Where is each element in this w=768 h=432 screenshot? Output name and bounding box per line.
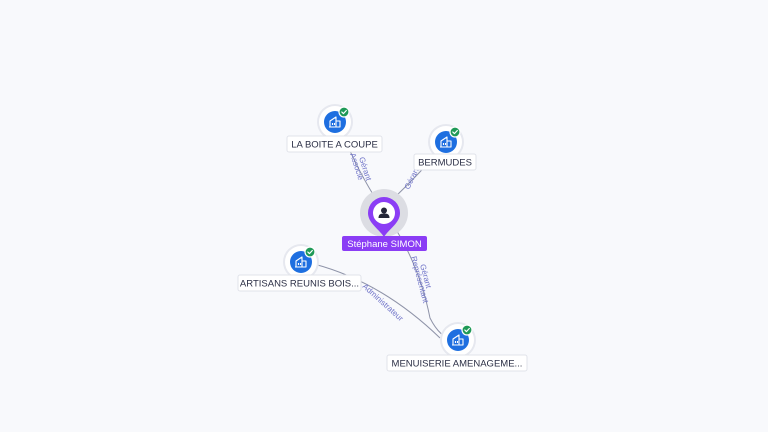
building-glyph <box>452 334 464 346</box>
company-label-artisans[interactable]: ARTISANS REUNIS BOIS... <box>237 274 362 292</box>
svg-text:MENUISERIE AMENAGEME...: MENUISERIE AMENAGEME... <box>392 359 523 370</box>
person-icon <box>378 207 390 218</box>
company-label-bermudes[interactable]: BERMUDES <box>413 153 477 171</box>
verified-check-icon <box>338 106 350 118</box>
person-node[interactable] <box>360 189 408 237</box>
svg-text:ARTISANS REUNIS BOIS...: ARTISANS REUNIS BOIS... <box>240 279 359 290</box>
building-glyph <box>295 256 307 268</box>
verified-check-icon <box>449 126 461 138</box>
company-label-boite[interactable]: LA BOITE A COUPE <box>286 135 383 153</box>
company-label-menuiserie[interactable]: MENUISERIE AMENAGEME... <box>386 354 528 372</box>
svg-text:Stéphane SIMON: Stéphane SIMON <box>347 239 422 250</box>
building-glyph <box>329 116 341 128</box>
company-node-menuiserie[interactable] <box>440 322 476 358</box>
svg-text:BERMUDES: BERMUDES <box>418 158 472 169</box>
person-label[interactable]: Stéphane SIMON <box>342 236 427 251</box>
company-node-bermudes[interactable] <box>428 124 464 160</box>
company-node-artisans[interactable] <box>283 244 319 280</box>
company-node-boite[interactable] <box>317 104 353 140</box>
svg-text:LA BOITE A COUPE: LA BOITE A COUPE <box>291 140 378 151</box>
edge-label-artisans-administrateur: Administrateur <box>361 282 406 323</box>
edge-artisans-menuiserie <box>313 263 441 339</box>
building-glyph <box>440 136 452 148</box>
verified-check-icon <box>304 246 316 258</box>
verified-check-icon <box>461 324 473 336</box>
